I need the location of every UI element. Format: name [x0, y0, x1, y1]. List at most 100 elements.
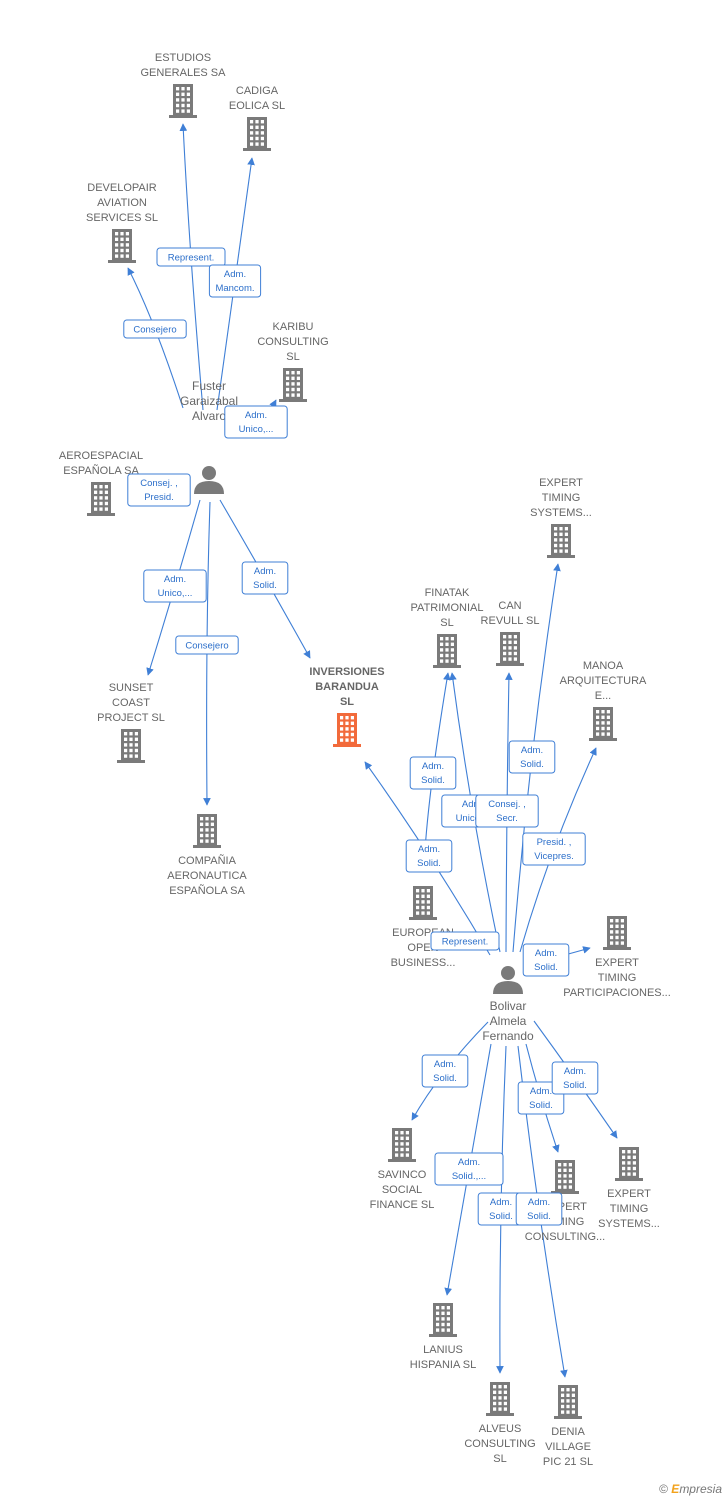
- relation-label-box[interactable]: Adm.Solid.: [508, 740, 556, 774]
- company-label: ESPAÑOLA SA: [169, 884, 245, 897]
- relation-role: Adm.: [462, 799, 484, 810]
- footer: © Empresia: [659, 1482, 722, 1496]
- relation-role: Represent.: [168, 253, 214, 264]
- brand-logo[interactable]: Empresia: [671, 1482, 722, 1496]
- building-icon: [547, 524, 575, 558]
- relation-label-box[interactable]: Consej. , Secr.: [475, 794, 539, 828]
- building-icon: [429, 1303, 457, 1337]
- relation-role: Solid.: [529, 1100, 553, 1111]
- company-node-european[interactable]: EUROPEANOPENBUSINESS...: [391, 886, 456, 969]
- company-label: HISPANIA SL: [410, 1359, 476, 1371]
- company-node-expertpart[interactable]: EXPERTTIMINGPARTICIPACIONES...: [563, 916, 671, 999]
- relation-label-box[interactable]: Adm. Solid.: [551, 1061, 599, 1095]
- relation-role: Vicepres.: [534, 851, 573, 862]
- building-icon: [117, 729, 145, 763]
- company-label: ESPAÑOLA SA: [63, 464, 139, 477]
- relation-label-box[interactable]: Represent.: [156, 247, 226, 267]
- person-icon: [493, 966, 523, 994]
- relation-label-box[interactable]: Adm.Unico,...: [143, 569, 207, 603]
- relation-role: Solid.,...: [452, 1171, 486, 1182]
- building-icon: [433, 634, 461, 668]
- building-icon: [193, 814, 221, 848]
- relation-label-box[interactable]: Adm.Solid.: [409, 756, 457, 790]
- company-label: MANOA: [583, 660, 624, 672]
- relation-role: Consejero: [133, 325, 176, 336]
- building-icon: [486, 1382, 514, 1416]
- relation-label-box[interactable]: Represent.: [430, 931, 500, 951]
- relation-role: Solid.: [433, 1073, 457, 1084]
- company-label: CONSULTING: [257, 336, 328, 348]
- company-node-expertsys2[interactable]: EXPERTTIMINGSYSTEMS...: [598, 1147, 660, 1230]
- relation-role: Adm.: [418, 844, 440, 855]
- building-icon: [169, 84, 197, 118]
- company-label: CONSULTING...: [525, 1231, 605, 1243]
- building-icon: [554, 1385, 582, 1419]
- relation-role: Secr.: [496, 813, 518, 824]
- company-label: LANIUS: [423, 1344, 463, 1356]
- company-label: SERVICES SL: [86, 212, 158, 224]
- company-label: EXPERT: [539, 477, 583, 489]
- relation-role: Adm.: [564, 1066, 586, 1077]
- building-icon: [243, 117, 271, 151]
- relation-label-box[interactable]: Adm.Solid.: [477, 1192, 525, 1226]
- relation-label-box[interactable]: Adm.Solid.: [405, 839, 453, 873]
- relation-label-box[interactable]: Consej. ,Presid.: [127, 473, 191, 507]
- company-node-expert1[interactable]: EXPERTTIMINGSYSTEMS...: [530, 477, 592, 558]
- company-label: PARTICIPACIONES...: [563, 987, 671, 999]
- relation-label-box[interactable]: Adm.Mancom.: [208, 264, 262, 298]
- relation-label-box[interactable]: Presid. , Vicepres.: [522, 832, 586, 866]
- company-label: SL: [440, 617, 453, 629]
- building-icon: [496, 632, 524, 666]
- person-label: Alvaro: [192, 409, 226, 423]
- relation-role: Unico,...: [158, 588, 193, 599]
- relation-label-box[interactable]: Consejero: [123, 319, 187, 339]
- relation-label-box[interactable]: Consejero: [175, 635, 239, 655]
- company-node-manoa[interactable]: MANOAARQUITECTURAE...: [560, 660, 647, 741]
- relation-label-box[interactable]: Adm.Solid.: [515, 1192, 563, 1226]
- relation-label-box[interactable]: Adm.Solid.: [241, 561, 289, 595]
- company-label: SAVINCO: [378, 1169, 427, 1181]
- company-label: CONSULTING: [464, 1438, 535, 1450]
- relation-edge: [179, 123, 204, 411]
- relation-role: Adm.: [254, 566, 276, 577]
- company-label: SL: [493, 1453, 506, 1465]
- relation-role: Presid. ,: [537, 837, 572, 848]
- company-label: TIMING: [598, 972, 637, 984]
- relation-role: Consej. ,: [488, 799, 526, 810]
- company-label: EOLICA SL: [229, 100, 285, 112]
- relation-label-box[interactable]: Adm.Unico,...: [224, 405, 288, 439]
- company-node-lanius[interactable]: LANIUS HISPANIA SL: [410, 1303, 476, 1371]
- building-icon: [279, 368, 307, 402]
- relation-role: Solid.: [563, 1080, 587, 1091]
- company-label: BARANDUA: [315, 681, 379, 693]
- relation-label-box[interactable]: Adm.Solid.: [522, 943, 570, 977]
- building-icon: [388, 1128, 416, 1162]
- relation-label-box[interactable]: Adm.Solid.: [421, 1054, 469, 1088]
- company-label: BUSINESS...: [391, 957, 456, 969]
- relation-label-box[interactable]: Adm.Solid.,...: [434, 1152, 504, 1186]
- company-label: FINATAK: [425, 587, 470, 599]
- company-label: AVIATION: [97, 197, 147, 209]
- relation-role: Solid.: [421, 775, 445, 786]
- company-label: INVERSIONES: [309, 666, 384, 678]
- relation-role: Represent.: [442, 937, 488, 948]
- person-icon: [194, 466, 224, 494]
- company-label: CAN: [498, 600, 521, 612]
- person-label: Garaizabal: [180, 394, 238, 408]
